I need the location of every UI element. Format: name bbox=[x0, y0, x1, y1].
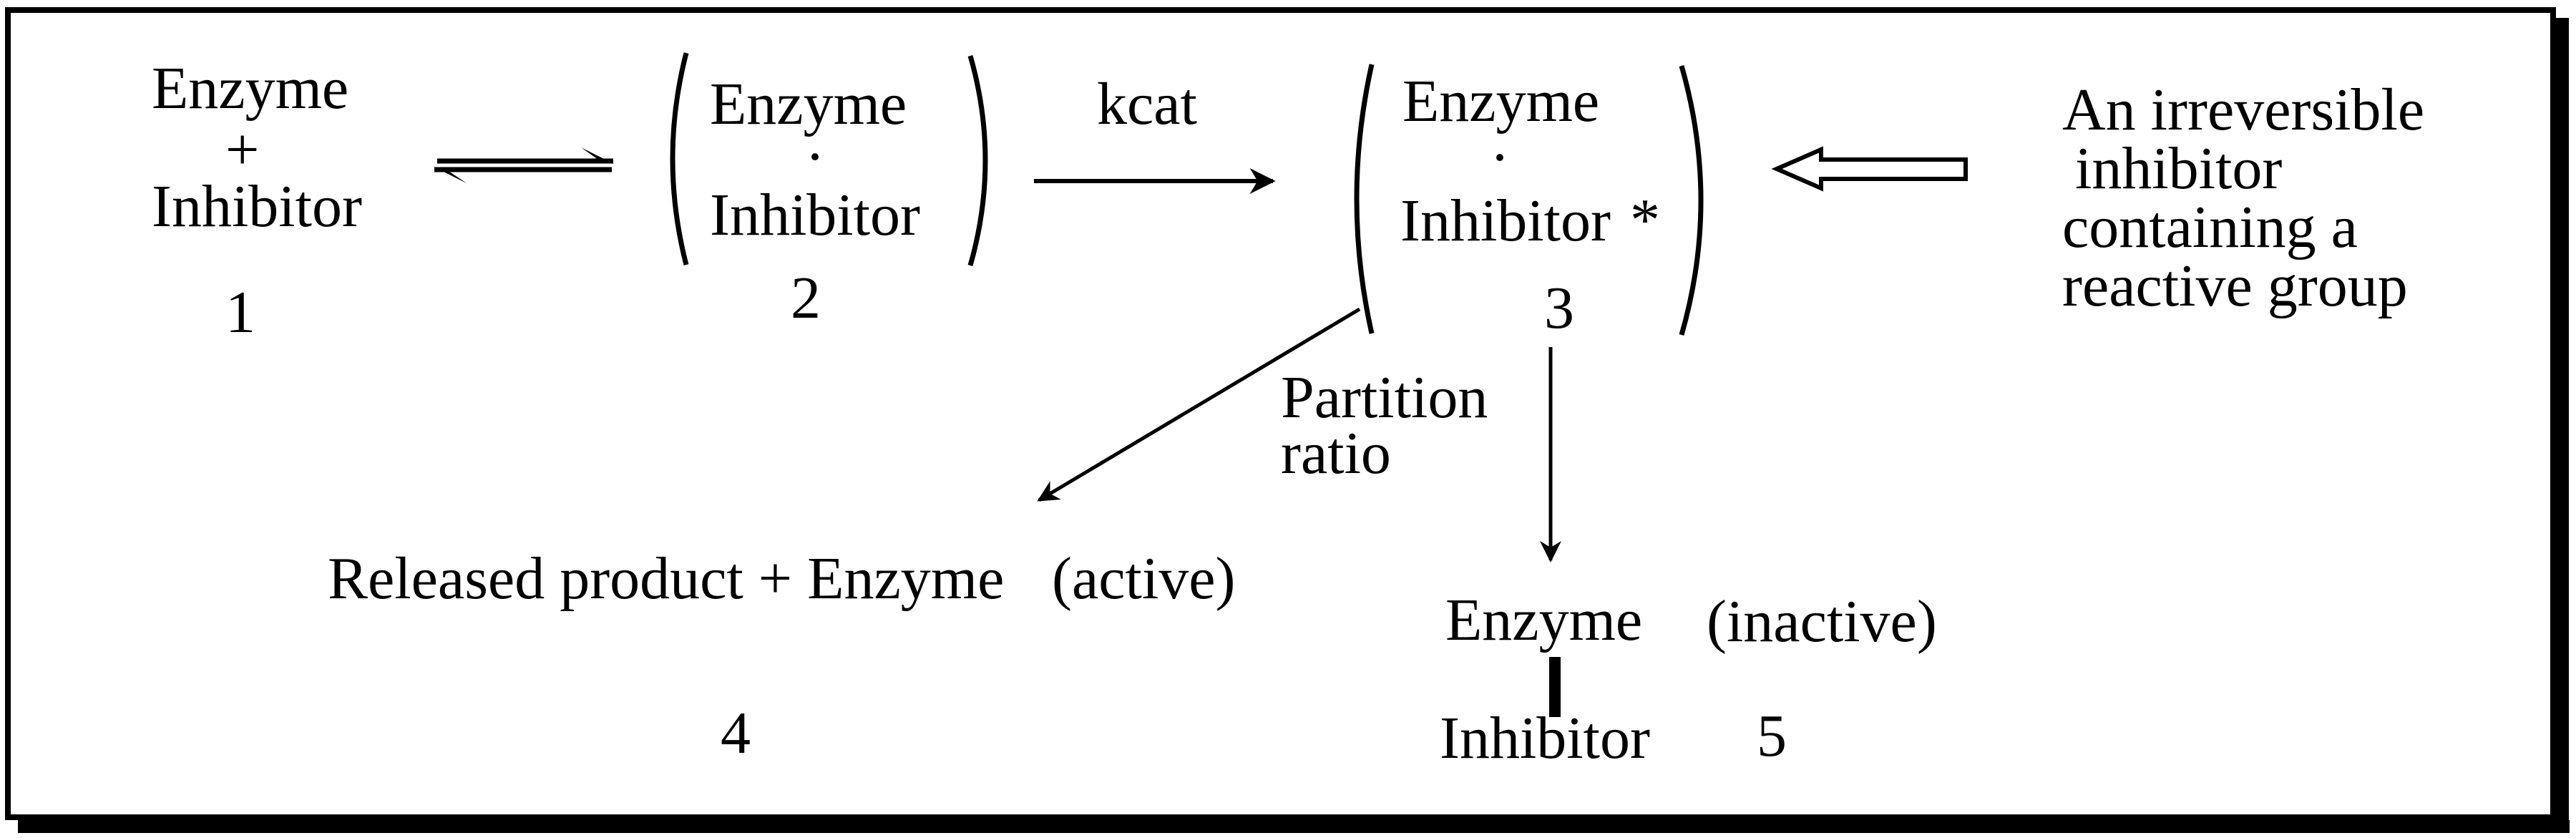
partition-ratio-label-line2: ratio bbox=[1281, 420, 1391, 487]
partition-arrow bbox=[1037, 307, 1361, 502]
species1-enzyme-label: Enzyme bbox=[152, 55, 349, 122]
outcome-inactive-number: 5 bbox=[1757, 703, 1787, 769]
complex3-number: 3 bbox=[1544, 275, 1574, 341]
frame-border bbox=[5, 7, 2556, 820]
annotation-line-2: inhibitor bbox=[2075, 135, 2283, 202]
complex2-bond-dot: · bbox=[805, 124, 825, 190]
released-product-label: Released product + Enzyme bbox=[328, 545, 1005, 612]
complex2-right-paren bbox=[967, 55, 988, 266]
complex2-number: 2 bbox=[791, 265, 821, 331]
inactive-enzyme-label: Enzyme bbox=[1445, 587, 1643, 653]
inactive-state-label: (inactive) bbox=[1707, 588, 1937, 655]
species1-number: 1 bbox=[225, 279, 255, 346]
kcat-label: kcat bbox=[1097, 71, 1197, 137]
complex2-enzyme-label: Enzyme bbox=[710, 71, 907, 137]
frame-shadow-right bbox=[2556, 18, 2569, 833]
covalent-bond-bar bbox=[1549, 657, 1561, 717]
complex3-inhibitor-label: Inhibitor bbox=[1400, 187, 1611, 254]
species1-inhibitor-label: Inhibitor bbox=[152, 173, 362, 240]
complex2-left-paren bbox=[670, 52, 689, 265]
complex3-right-paren bbox=[1679, 65, 1704, 336]
inactive-inhibitor-label: Inhibitor bbox=[1440, 705, 1650, 771]
annotation-line-3: containing a bbox=[2062, 194, 2358, 260]
complex3-enzyme-label: Enzyme bbox=[1402, 68, 1600, 135]
annotation-line-4: reactive group bbox=[2062, 253, 2408, 319]
equilibrium-arrows-icon bbox=[434, 147, 614, 183]
complex3-reactive-asterisk: * bbox=[1630, 187, 1660, 253]
complex2-inhibitor-label: Inhibitor bbox=[710, 182, 920, 248]
annotation-line-1: An irreversible bbox=[2062, 77, 2425, 143]
plus-operator: + bbox=[225, 117, 260, 183]
partition-ratio-label-line1: Partition bbox=[1281, 364, 1488, 431]
frame-shadow-bottom bbox=[18, 820, 2570, 833]
irreversible-inhibitor-arrow-icon bbox=[1771, 146, 1968, 192]
complex3-left-paren bbox=[1354, 64, 1375, 334]
complex3-bond-dot: · bbox=[1490, 125, 1510, 191]
active-state-label: (active) bbox=[1052, 545, 1236, 612]
outcome-active-number: 4 bbox=[721, 700, 751, 766]
